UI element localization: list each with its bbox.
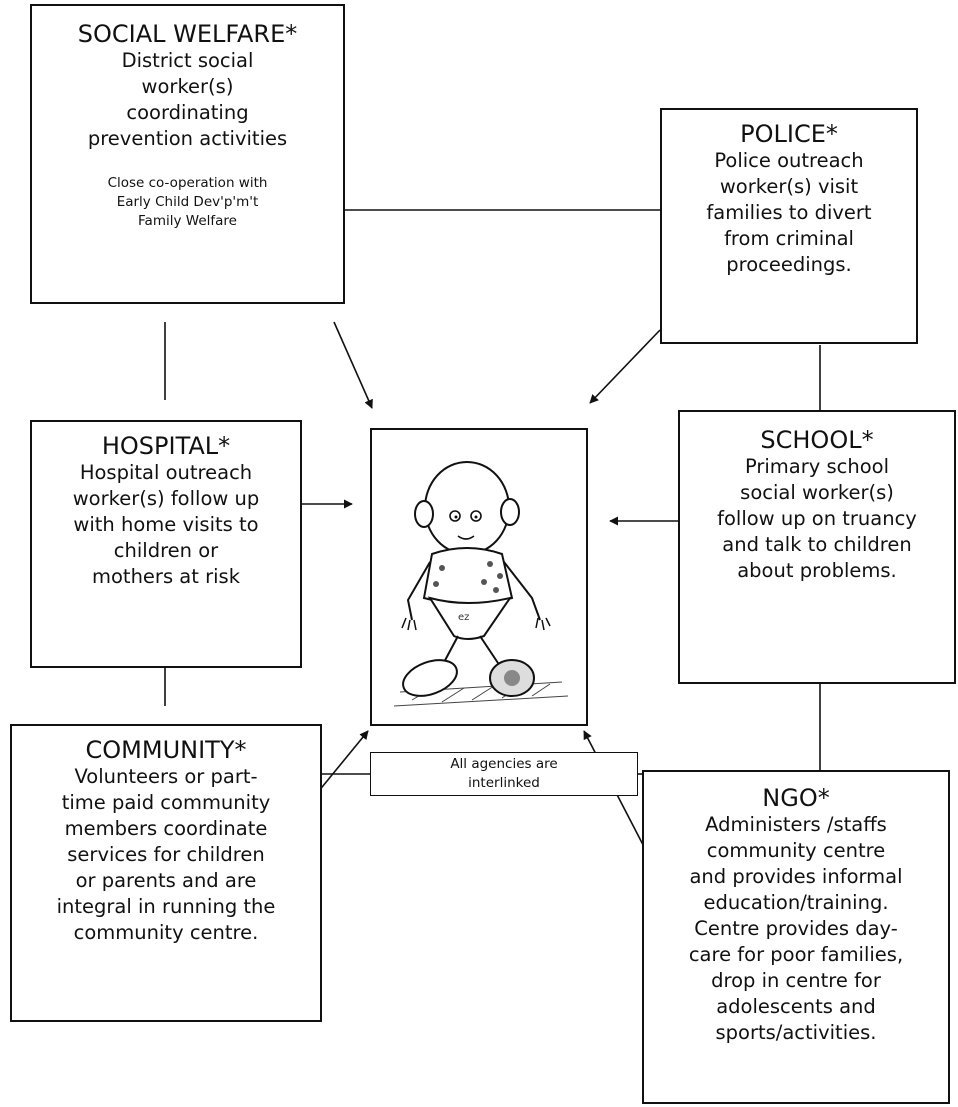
child-illustration-frame: ez: [370, 428, 588, 726]
school-title: SCHOOL*: [760, 426, 874, 454]
community-title: COMMUNITY*: [85, 736, 247, 764]
arrow-community-child: [317, 730, 369, 793]
child-illustration: ez: [393, 461, 569, 707]
svg-text:ez: ez: [458, 612, 469, 623]
police-title: POLICE*: [740, 120, 838, 148]
social-welfare-title: SOCIAL WELFARE*: [77, 20, 298, 48]
police-body: Police outreach worker(s) visit families…: [706, 149, 872, 276]
hospital-body: Hospital outreach worker(s) follow up wi…: [72, 461, 260, 588]
arrow-police-child: [589, 329, 661, 404]
police-box: POLICE* Police outreach worker(s) visit …: [660, 108, 918, 344]
interlink-caption-box: All agencies are interlinked: [370, 752, 638, 796]
ngo-title: NGO*: [762, 784, 830, 812]
hospital-title: HOSPITAL*: [101, 432, 231, 460]
social-welfare-body: District social worker(s) coordinating p…: [87, 49, 288, 150]
school-body: Primary school social worker(s) follow u…: [717, 455, 917, 582]
community-body: Volunteers or part- time paid community …: [56, 765, 276, 944]
school-box: SCHOOL* Primary school social worker(s) …: [678, 410, 956, 684]
community-box: COMMUNITY* Volunteers or part- time paid…: [10, 724, 322, 1022]
ngo-body: Administers /staffs community centre and…: [688, 813, 904, 1044]
hospital-box: HOSPITAL* Hospital outreach worker(s) fo…: [30, 420, 302, 668]
arrow-welfare-child: [333, 321, 373, 409]
ngo-box: NGO* Administers /staffs community centr…: [642, 770, 950, 1104]
social-welfare-note: Close co-operation with Early Child Dev'…: [107, 175, 268, 229]
social-welfare-box: SOCIAL WELFARE* District social worker(s…: [30, 4, 345, 304]
interlink-caption: All agencies are interlinked: [450, 756, 558, 791]
